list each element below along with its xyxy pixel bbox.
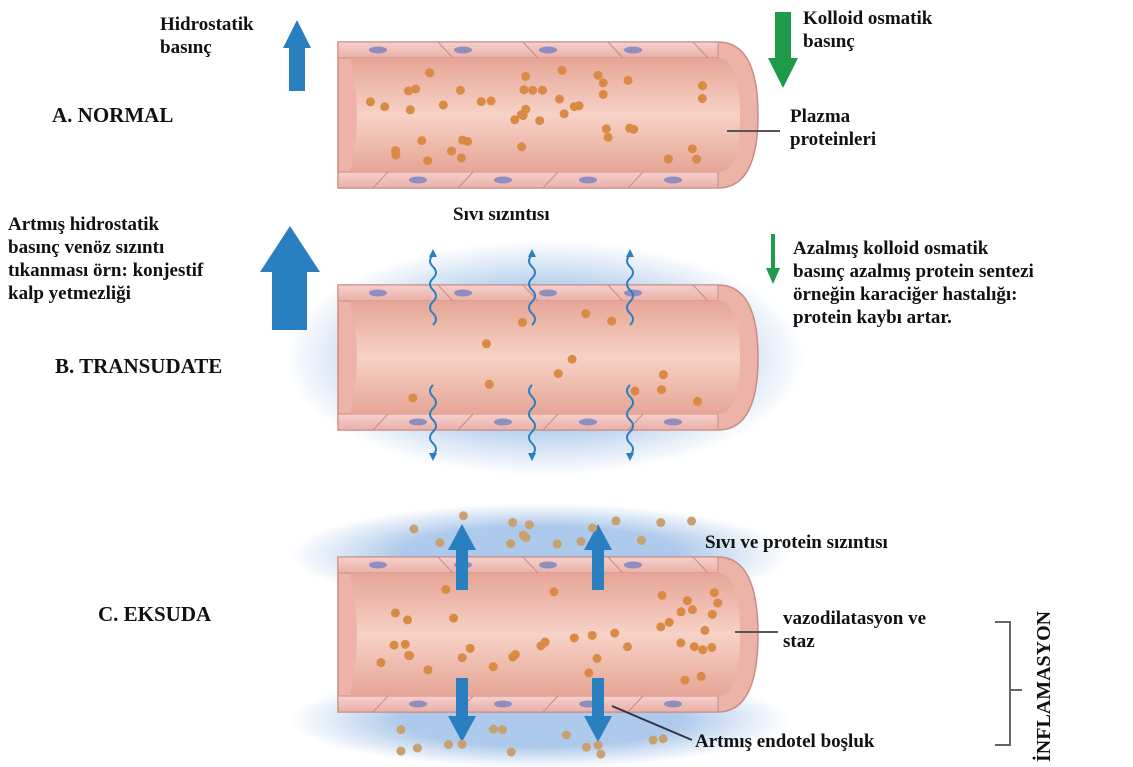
endothelial-gap-label: Artmış endotel boşluk — [695, 730, 874, 753]
section-title-eksuda: C. EKSUDA — [98, 603, 211, 626]
decreased-colloid-osmotic-pressure-arrow — [766, 234, 780, 284]
fluid-leak-label: Sıvı sızıntısı — [453, 203, 550, 226]
vessel-normal — [338, 42, 758, 188]
hydrostatic-pressure-arrow — [283, 20, 311, 91]
fluid-protein-leak-label: Sıvı ve protein sızıntısı — [705, 531, 888, 554]
colloid-osmotic-pressure-arrow — [768, 12, 798, 88]
vessel-eksuda — [338, 557, 758, 712]
vessel-transudate — [338, 285, 758, 430]
section-title-normal: A. NORMAL — [52, 104, 173, 127]
inflammation-label: İNFLAMASYON — [1033, 611, 1056, 762]
section-title-transudate: B. TRANSUDATE — [55, 355, 222, 378]
inflammation-bracket — [995, 622, 1022, 745]
